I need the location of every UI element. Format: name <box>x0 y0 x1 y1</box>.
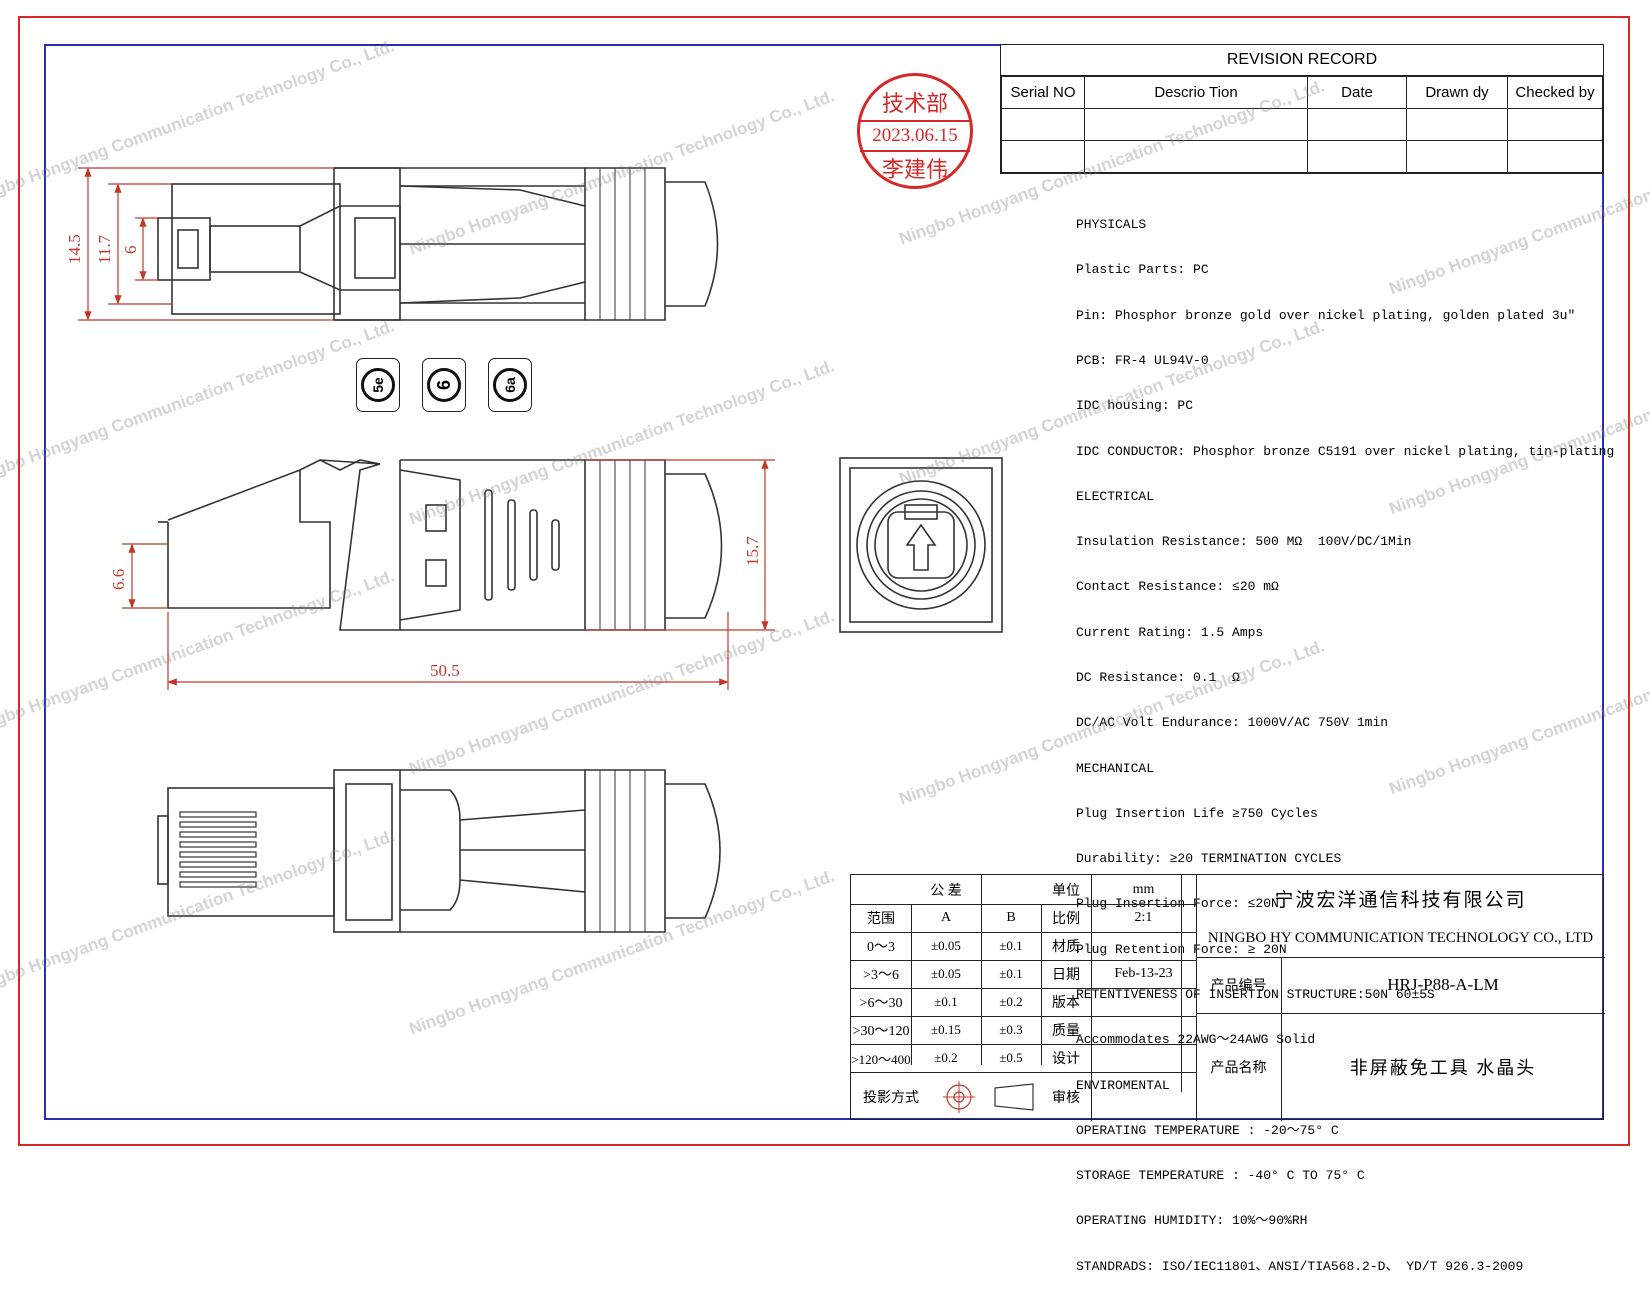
dim-14-5: 14.5 <box>65 234 84 264</box>
spec-line: PHYSICALS <box>1076 217 1147 233</box>
unit-value: mm <box>1132 881 1155 897</box>
projection-label: 投影方式 <box>863 1090 919 1106</box>
side-view <box>158 459 723 631</box>
revision-header-row: Serial NO Descrio Tion Date Drawn dy Che… <box>1001 76 1603 109</box>
col-a-header: A <box>940 910 952 925</box>
title-block: 公 差 单位 mm 范围 A B 比例 2:1 0～3 ±0.05 ±0.1 材… <box>850 874 1605 1121</box>
tol-a: ±0.1 <box>934 994 958 1009</box>
spec-line: ELECTRICAL <box>1076 488 1155 504</box>
product-name: 非屏蔽免工具 水晶头 <box>1349 1058 1537 1078</box>
spec-line: DC Resistance: 0.1 Ω <box>1076 670 1240 685</box>
badge-cat6a: 6a <box>488 358 532 412</box>
spec-line: Contact Resistance: ≤20 mΩ <box>1076 579 1279 595</box>
tol-a: ±0.05 <box>931 966 961 981</box>
approval-stamp: 技术部 2023.06.15 李建伟 <box>857 73 973 189</box>
tol-a: ±0.15 <box>931 1022 961 1037</box>
header-serial: Serial NO <box>1001 76 1085 109</box>
front-view <box>839 457 1003 633</box>
spec-line: IDC housing: PC <box>1076 398 1194 414</box>
dim-15-7: 15.7 <box>743 536 762 566</box>
tol-range: >30～120 <box>852 1024 910 1039</box>
col-b-header: B <box>1006 910 1016 925</box>
revision-record: REVISION RECORD Serial NO Descrio Tion D… <box>1000 44 1604 174</box>
drawing-canvas: 14.5 11.7 6 6.6 15.7 50.5 <box>65 167 1003 933</box>
projection-symbol-icon <box>943 1081 1034 1113</box>
spec-line: Plug Retention Force: ≥ 20N <box>1076 941 1287 957</box>
spec-line: ENVIROMENTAL <box>1076 1077 1170 1093</box>
revision-row <box>1001 140 1603 173</box>
stamp-name: 李建伟 <box>881 157 948 182</box>
badge-cat6: 6 <box>422 358 466 412</box>
tol-a: ±0.2 <box>934 1050 958 1065</box>
spec-line: Accommodates 22AWG～24AWG Solid <box>1076 1032 1316 1048</box>
dim-6: 6 <box>121 246 140 255</box>
tol-b: ±0.1 <box>999 966 1023 981</box>
inner-border <box>44 44 1604 1120</box>
outer-border <box>18 16 1630 1146</box>
tol-b: ±0.5 <box>999 1050 1023 1065</box>
date-value: Feb-13-23 <box>1114 966 1173 981</box>
badge-cat5e: 5e <box>356 358 400 412</box>
spec-line: MECHANICAL <box>1076 760 1155 776</box>
part-number-label: 产品编号 <box>1210 979 1267 994</box>
spec-line: IDC CONDUCTOR: Phosphor bronze C5191 ove… <box>1076 443 1615 459</box>
version-label: 版本 <box>1052 996 1080 1011</box>
dim-50-5: 50.5 <box>430 661 460 680</box>
spec-line: RETENTIVENESS OF INSERTION STRUCTURE:50N… <box>1076 986 1435 1002</box>
tol-b: ±0.1 <box>999 938 1023 953</box>
scale-value: 2:1 <box>1134 910 1153 925</box>
spec-line: Current Rating: 1.5 Amps <box>1076 624 1264 640</box>
stamp-dept: 技术部 <box>881 91 948 116</box>
review-label: 审核 <box>1052 1090 1080 1106</box>
company-name-en: NINGBO HY COMMUNICATION TECHNOLOGY CO., … <box>1207 929 1594 946</box>
revision-table: Serial NO Descrio Tion Date Drawn dy Che… <box>1001 76 1603 173</box>
part-number: HRJ-P88-A-LM <box>1387 975 1499 994</box>
spec-line: Insulation Resistance: 500 MΩ 100V/DC/1M… <box>1076 534 1412 550</box>
quality-label: 质量 <box>1052 1024 1080 1039</box>
spec-line: OPERATING HUMIDITY: 10%～90%RH <box>1076 1213 1308 1229</box>
stamp-date: 2023.06.15 <box>860 120 970 152</box>
tol-range: 0～3 <box>867 940 895 955</box>
tol-b: ±0.3 <box>999 1022 1023 1037</box>
header-drawn: Drawn dy <box>1406 76 1508 109</box>
scale-label: 比例 <box>1052 912 1080 927</box>
product-name-label: 产品名称 <box>1210 1061 1267 1076</box>
spec-line: OPERATING TEMPERATURE : -20～75° C <box>1076 1122 1339 1138</box>
spec-line: STORAGE TEMPERATURE : -40° C TO 75° C <box>1076 1168 1365 1184</box>
tol-a: ±0.05 <box>931 938 961 953</box>
design-label: 设计 <box>1052 1052 1080 1067</box>
tol-range: >120～400 <box>851 1051 911 1067</box>
spec-line: Durability: ≥20 TERMINATION CYCLES <box>1076 851 1342 867</box>
revision-row <box>1001 108 1603 141</box>
header-checked: Checked by <box>1507 76 1603 109</box>
tol-range: >3～6 <box>863 968 899 983</box>
spec-line: Plug Insertion Force: ≤20N <box>1076 896 1279 912</box>
bottom-view <box>157 769 721 933</box>
spec-line: PCB: FR-4 UL94V-0 <box>1076 353 1209 369</box>
spec-line: DC/AC Volt Endurance: 1000V/AC 750V 1min <box>1076 715 1389 731</box>
dim-6-6: 6.6 <box>109 569 128 590</box>
dim-11-7: 11.7 <box>95 234 114 264</box>
revision-title: REVISION RECORD <box>1001 45 1603 76</box>
range-header: 范围 <box>867 912 895 927</box>
tol-range: >6～30 <box>859 996 903 1011</box>
header-description: Descrio Tion <box>1084 76 1308 109</box>
date-label: 日期 <box>1052 968 1080 983</box>
spec-line: Pin: Phosphor bronze gold over nickel pl… <box>1076 307 1576 323</box>
tolerance-header: 公 差 <box>930 883 962 899</box>
company-name-cn: 宁波宏洋通信科技有限公司 <box>1274 889 1527 911</box>
top-view <box>157 167 719 321</box>
spec-line: Plastic Parts: PC <box>1076 262 1209 278</box>
material-label: 材质 <box>1052 940 1080 955</box>
spec-line: STANDRADS: ISO/IEC11801、ANSI/TIA568.2-D、… <box>1076 1258 1524 1274</box>
tol-b: ±0.2 <box>999 994 1023 1009</box>
spec-line: Plug Insertion Life ≥750 Cycles <box>1076 805 1318 821</box>
unit-label: 单位 <box>1052 883 1080 899</box>
